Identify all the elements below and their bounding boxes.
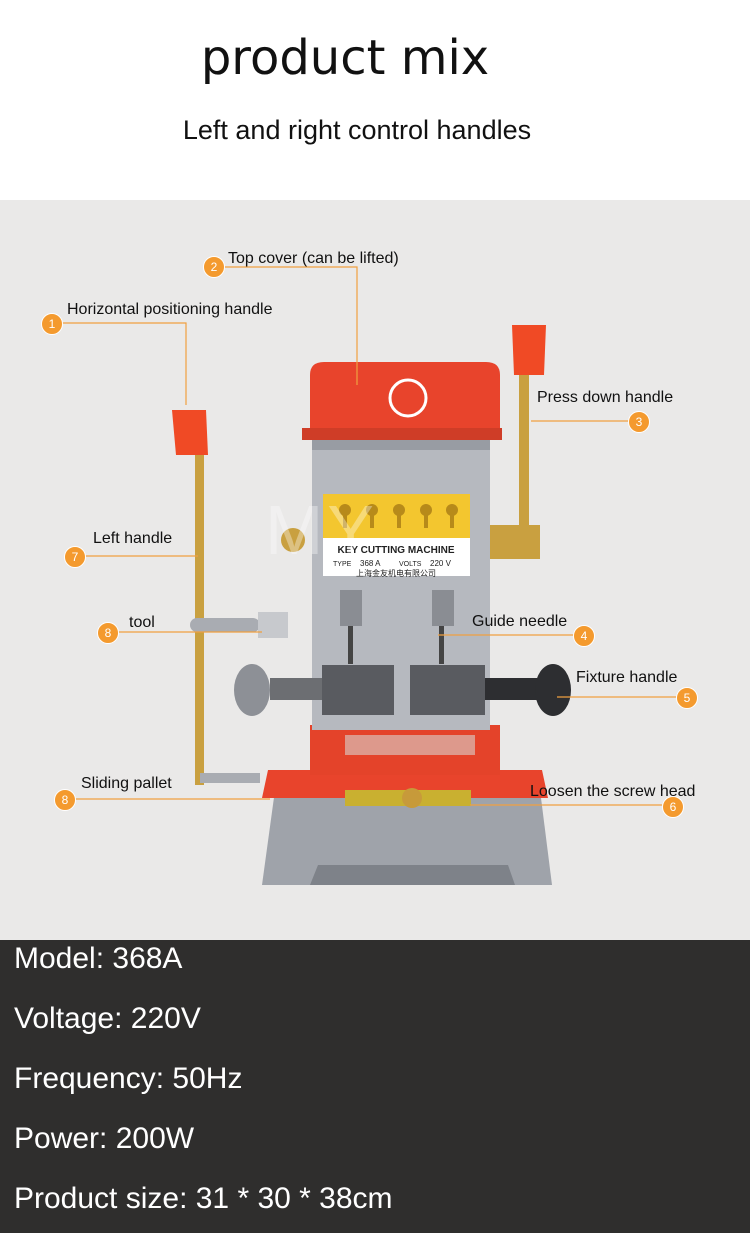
plate-maker-text: 上海金友机电有限公司 — [356, 568, 436, 578]
left-handle-grip — [172, 410, 208, 455]
callout-badge-4: 4 — [573, 625, 595, 647]
right-chuck — [432, 590, 454, 626]
right-fixture-handle — [535, 664, 571, 716]
plate-type-label: TYPE — [333, 561, 352, 568]
spec-power: Power: 200W — [14, 1122, 195, 1155]
callout-badge-8-tool: 8 — [97, 622, 119, 644]
watermark: MY — [265, 491, 378, 569]
safety-logo-icon — [388, 378, 428, 418]
callout-label-fixture-handle: Fixture handle — [576, 669, 678, 686]
callout-label-sliding-pallet: Sliding pallet — [81, 775, 172, 792]
left-fixture — [322, 665, 394, 715]
sliding-pallet-plate — [262, 770, 548, 798]
press-down-grip — [512, 325, 546, 375]
specifications-panel: Model: 368A Voltage: 220V Frequency: 50H… — [0, 940, 750, 1233]
left-fixture-handle — [234, 664, 270, 716]
callout-label-top-cover: Top cover (can be lifted) — [228, 250, 399, 267]
left-chuck — [340, 590, 362, 626]
callout-badge-1: 1 — [41, 313, 63, 335]
callout-label-horizontal-handle: Horizontal positioning handle — [67, 301, 273, 318]
spec-model: Model: 368A — [14, 942, 183, 975]
side-knob — [281, 528, 305, 552]
machine-base — [262, 790, 552, 885]
screw-head-knob — [402, 788, 422, 808]
callout-label-guide-needle: Guide needle — [472, 613, 568, 630]
plate-volts-label: VOLTS — [399, 561, 422, 568]
plate-volts-value: 220 V — [430, 559, 452, 568]
callout-label-screw-head: Loosen the screw head — [530, 783, 696, 800]
spec-frequency: Frequency: 50Hz — [14, 1062, 243, 1095]
spec-product-size: Product size: 31 * 30 * 38cm — [14, 1182, 393, 1215]
callout-label-left-handle: Left handle — [93, 530, 173, 547]
product-photo: KEY CUTTING MACHINE TYPE 368 A VOLTS 220… — [0, 200, 750, 940]
press-down-rod — [519, 370, 529, 535]
callout-badge-5: 5 — [676, 687, 698, 709]
callout-badge-8-pallet: 8 — [54, 789, 76, 811]
machine-illustration: KEY CUTTING MACHINE TYPE 368 A VOLTS 220… — [62, 266, 676, 885]
callout-badge-2: 2 — [203, 256, 225, 278]
callout-badge-7: 7 — [64, 546, 86, 568]
callout-label-tool: tool — [129, 614, 155, 631]
page-title: product mix — [200, 30, 490, 86]
spec-voltage: Voltage: 220V — [14, 1002, 201, 1035]
right-fixture — [410, 665, 485, 715]
callout-badge-6: 6 — [662, 796, 684, 818]
callout-label-press-down: Press down handle — [537, 389, 674, 406]
plate-type-value: 368 A — [360, 559, 381, 568]
plate-title: KEY CUTTING MACHINE — [337, 545, 454, 556]
header: product mix Left and right control handl… — [0, 0, 750, 200]
callout-badge-3: 3 — [628, 411, 650, 433]
page-subtitle: Left and right control handles — [182, 115, 532, 145]
